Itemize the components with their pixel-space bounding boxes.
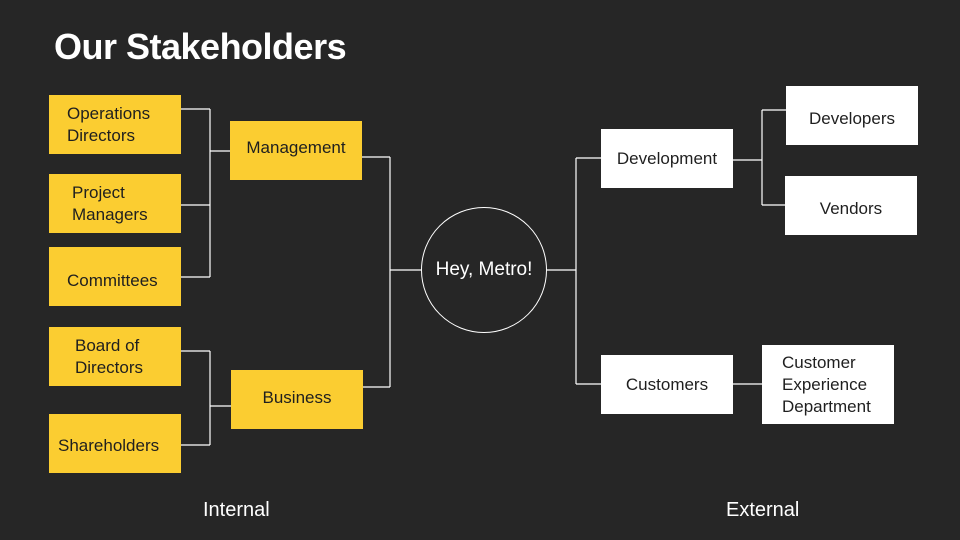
- hub-label: Hey, Metro!: [435, 259, 533, 280]
- management-box: Management: [230, 121, 362, 180]
- customers-label: Customers: [625, 374, 709, 394]
- committees-box: Committees: [49, 247, 181, 306]
- business-label: Business: [262, 387, 332, 407]
- development-label: Development: [616, 148, 718, 168]
- hub-circle: Hey, Metro!: [421, 207, 547, 333]
- internal-label: Internal: [203, 499, 270, 521]
- developers-box: Developers: [786, 86, 918, 145]
- shareholders-label: Shareholders: [58, 435, 160, 455]
- customer-experience-box: Customer Experience Department: [762, 345, 894, 424]
- business-box: Business: [231, 370, 363, 429]
- development-box: Development: [601, 129, 733, 188]
- customer-experience-label: Customer Experience Department: [782, 352, 871, 416]
- vendors-label: Vendors: [819, 198, 883, 218]
- shareholders-box: Shareholders: [49, 414, 181, 473]
- external-label: External: [726, 499, 800, 521]
- vendors-box: Vendors: [785, 176, 917, 235]
- management-label: Management: [246, 137, 346, 157]
- project-managers-box: Project Managers: [49, 174, 181, 233]
- customers-box: Customers: [601, 355, 733, 414]
- developers-label: Developers: [809, 108, 895, 128]
- committees-label: Committees: [67, 270, 158, 290]
- project-managers-label: Project Managers: [72, 182, 148, 224]
- slide-title: Our Stakeholders: [54, 26, 347, 67]
- board-of-directors-label: Board of Directors: [75, 335, 144, 377]
- operations-directors-box: Operations Directors: [49, 95, 181, 154]
- board-of-directors-box: Board of Directors: [49, 327, 181, 386]
- operations-directors-label: Operations Directors: [67, 103, 151, 145]
